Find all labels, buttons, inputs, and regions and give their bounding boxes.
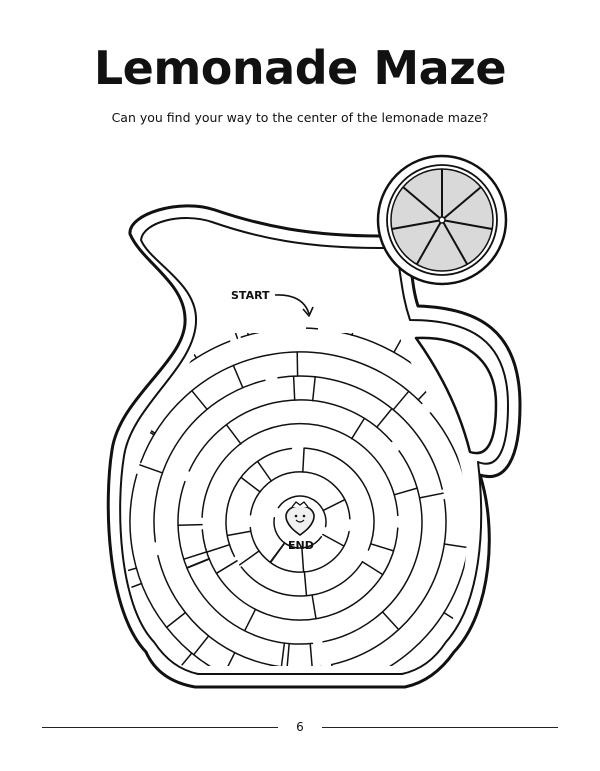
maze-ring-segment — [201, 527, 399, 621]
maze-wall — [232, 364, 244, 389]
pitcher-handle-hole — [414, 336, 498, 455]
maze-wall — [225, 423, 242, 445]
footer-rule-left — [42, 727, 278, 728]
page-subtitle: Can you find your way to the center of t… — [111, 110, 489, 125]
pitcher-inner-outline — [119, 217, 509, 675]
maze-wall — [381, 611, 400, 631]
start-label: START — [231, 289, 270, 302]
maze-ring-segment — [177, 480, 314, 645]
maze-wall — [322, 533, 345, 547]
maze-wall — [280, 642, 286, 666]
maze-wall — [309, 642, 313, 666]
footer-rule-right — [322, 727, 558, 728]
maze-wall — [177, 523, 203, 526]
smiling-strawberry-icon — [285, 501, 315, 536]
page-number: 6 — [296, 720, 304, 734]
maze-wall — [325, 714, 333, 771]
maze-ring-segment — [277, 495, 327, 528]
maze-wall — [292, 375, 296, 401]
maze-wall — [410, 682, 444, 732]
maze-ring-segment — [331, 499, 447, 666]
maze-ring-segment — [277, 375, 443, 490]
maze-wall — [303, 571, 308, 597]
maze-ring-segment — [322, 450, 423, 643]
maze-ring-segment — [303, 447, 375, 551]
maze-wall — [269, 542, 286, 564]
maze-wall — [376, 407, 393, 428]
maze-wall — [301, 547, 305, 573]
maze-ring-segment — [129, 473, 331, 666]
maze-wall — [443, 543, 468, 549]
start-arrow-head — [302, 306, 314, 317]
maze-wall — [350, 417, 366, 440]
maze-wall — [489, 567, 547, 581]
lemon-slice-icon — [376, 154, 508, 286]
maze-wall — [186, 557, 210, 569]
maze-wall — [191, 390, 208, 411]
maze-wall — [223, 651, 236, 666]
maze-wall — [286, 642, 290, 666]
maze-wall — [139, 464, 164, 474]
maze-wall — [238, 550, 260, 566]
maze-ring-segment — [339, 412, 468, 666]
maze-wall — [392, 390, 410, 411]
maze-wall — [302, 447, 305, 473]
page-title: Lemonade Maze — [93, 41, 507, 95]
maze-wall — [183, 551, 208, 560]
maze-wall — [243, 608, 257, 632]
maze-wall — [418, 492, 444, 499]
maze-ring-segment — [153, 379, 266, 543]
end-label: END — [288, 539, 314, 552]
maze-ring-segment — [201, 422, 399, 518]
maze-wall — [192, 635, 210, 656]
maze-wall — [226, 530, 252, 537]
pitcher-outline — [106, 204, 522, 689]
maze-wall — [205, 543, 231, 553]
maze-wall — [469, 617, 521, 647]
maze-wall — [280, 691, 283, 715]
start-arrow — [274, 294, 310, 315]
maze-wall — [395, 691, 424, 743]
maze-wall — [256, 460, 273, 482]
maze-wall — [125, 567, 138, 576]
maze-wall — [215, 560, 238, 575]
maze-ring-segment — [240, 561, 363, 597]
maze-wall — [165, 611, 187, 629]
maze-wall — [175, 652, 193, 666]
maze-wall — [240, 476, 261, 493]
maze-ring-segment — [125, 340, 231, 583]
maze-wall — [393, 487, 418, 496]
maze-ring-segment — [249, 526, 350, 573]
maze-ring-segment — [225, 447, 293, 558]
maze-wall — [492, 552, 551, 561]
maze-wall — [361, 560, 384, 576]
maze-ring-segment — [188, 399, 393, 472]
maze-wall — [369, 543, 395, 552]
maze-ring-segment — [273, 517, 323, 549]
maze-wall — [311, 594, 317, 620]
maze-wall — [322, 498, 346, 512]
maze-wall — [51, 560, 110, 572]
maze-wall — [311, 376, 316, 402]
maze-ring-segment — [139, 351, 423, 464]
maze-ring-segment — [157, 554, 322, 666]
